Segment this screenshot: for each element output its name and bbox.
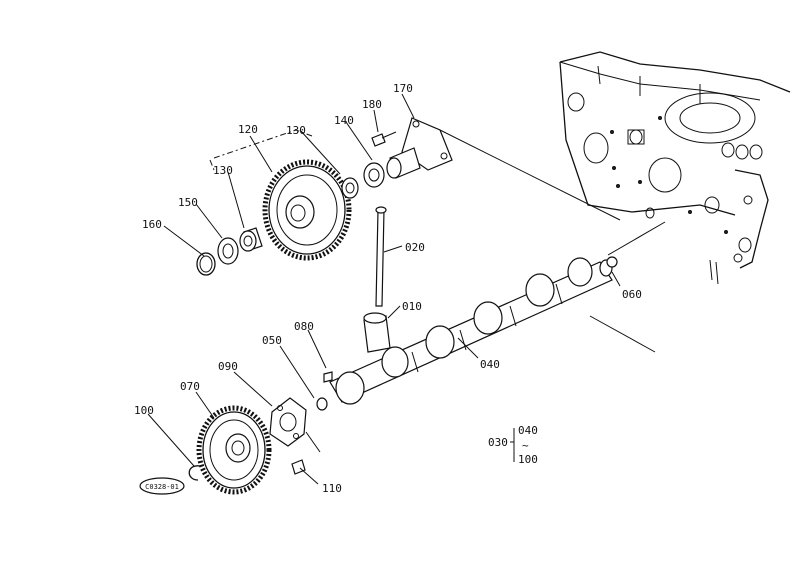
collar-140	[363, 162, 385, 188]
label-180: 180	[362, 98, 382, 111]
label-140: 140	[334, 114, 354, 127]
leader-lines	[147, 93, 621, 485]
bolt-180	[371, 131, 397, 147]
push-rod-020	[375, 206, 387, 307]
label-050: 050	[262, 334, 282, 347]
bushing-130-left	[239, 227, 263, 252]
label-040: 040	[480, 358, 500, 371]
assembly-note: 030 040 ~ 100	[488, 424, 538, 466]
label-120: 120	[238, 123, 258, 136]
label-090: 090	[218, 360, 238, 373]
camshaft-040	[329, 257, 613, 405]
idle-gear-120	[262, 159, 352, 261]
label-130-lower: 130	[213, 164, 233, 177]
assembly-tilde: ~	[522, 439, 529, 452]
assembly-from: 040	[518, 424, 538, 437]
tappet-010	[363, 312, 391, 353]
stamp-badge: C0328-01	[139, 477, 185, 495]
assembly-to: 100	[518, 453, 538, 466]
stamp-text: C0328-01	[145, 483, 179, 491]
reference-lines	[439, 129, 666, 353]
plug-060	[606, 256, 618, 268]
circlip-100	[188, 465, 201, 481]
label-150: 150	[178, 196, 198, 209]
part-labels: 180 170 120 130 140 130 150 160 020 010 …	[134, 82, 642, 495]
label-060: 060	[622, 288, 642, 301]
label-160: 160	[142, 218, 162, 231]
engine-block	[559, 51, 791, 285]
label-170: 170	[393, 82, 413, 95]
label-010: 010	[402, 300, 422, 313]
key-080	[323, 371, 333, 383]
assembly-parent: 030	[488, 436, 508, 449]
label-020: 020	[405, 241, 425, 254]
label-100: 100	[134, 404, 154, 417]
bushing-130-right	[341, 177, 359, 199]
circlip-160	[196, 252, 216, 276]
label-130-upper: 130	[286, 124, 306, 137]
idle-shaft-170	[386, 117, 453, 179]
label-110: 110	[322, 482, 342, 495]
bolt-110	[291, 459, 306, 475]
label-080: 080	[294, 320, 314, 333]
cam-gear-070	[196, 405, 272, 495]
stopper-plate-090	[269, 397, 307, 447]
label-070: 070	[180, 380, 200, 393]
bolt-050	[316, 397, 328, 411]
collar-150	[217, 237, 239, 265]
